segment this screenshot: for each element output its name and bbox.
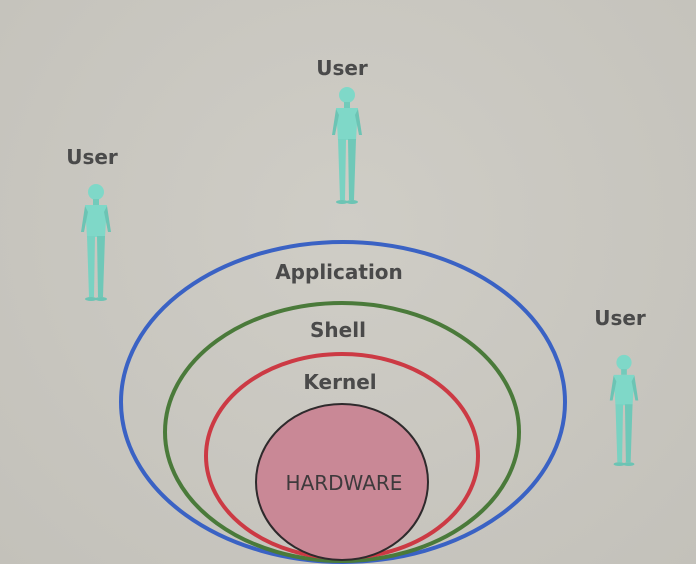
application-label: Application — [275, 260, 403, 284]
user-label-top: User — [316, 56, 368, 80]
hardware-label: HARDWARE — [286, 471, 403, 495]
user-label-left: User — [66, 145, 118, 169]
user-figure-right — [609, 354, 639, 467]
shell-label: Shell — [310, 318, 366, 342]
user-figure-left — [81, 184, 111, 301]
user-label-right: User — [594, 306, 646, 330]
hardware-core — [255, 403, 429, 561]
kernel-label: Kernel — [303, 370, 376, 394]
user-figure-top — [332, 87, 362, 204]
